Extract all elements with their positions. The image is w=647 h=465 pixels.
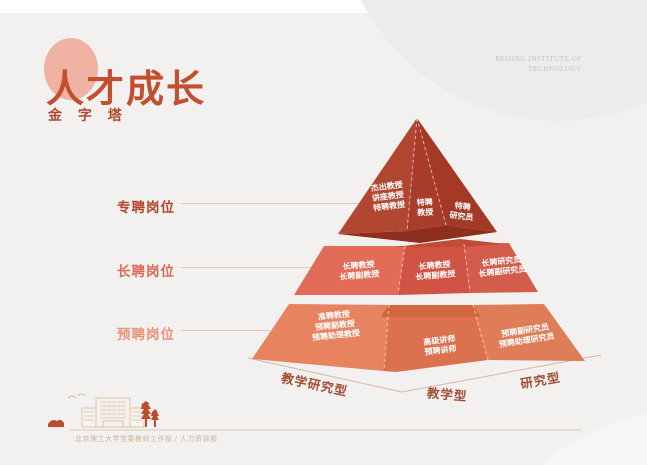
title-accent-circle [44,38,98,100]
platform-outline [247,354,602,393]
page-title: 人才成长 [46,69,207,111]
footer-divider-line [70,429,582,431]
institute-line1: BEIJING INSTITUTE OF [495,55,582,63]
connector-line-middle [181,267,311,268]
level-label-zhuanpin: 专聘岗位 [117,200,175,215]
campus-building-icon [48,393,159,428]
institute-line2: TECHNOLOGY [528,65,582,73]
pyramid-level-top [338,117,497,243]
connector-line-top [181,203,359,204]
level-label-changpin: 长聘岗位 [117,264,175,279]
pyramid-level-bottom [252,304,585,372]
pyramid-level-middle [294,239,538,295]
footer-credit: 北京理工大学党委教师工作部 / 人力资源部 [75,436,218,443]
connector-line-bottom [181,330,272,331]
page-subtitle: 金 字 塔 [48,107,128,123]
level-label-yupin: 预聘岗位 [117,327,175,342]
base-label-teaching: 教学型 [426,386,468,404]
institute-wordmark: BEIJING INSTITUTE OF TECHNOLOGY [402,54,582,74]
